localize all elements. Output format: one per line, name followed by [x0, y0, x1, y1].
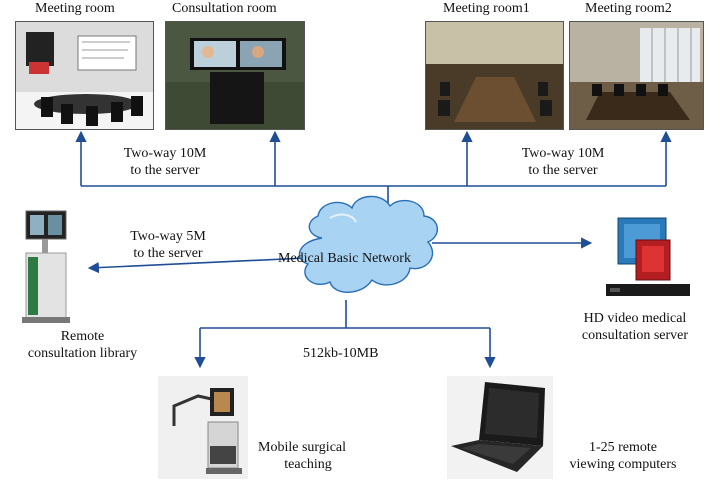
arrow-to-remote-library: [87, 257, 307, 274]
mobile-teaching-image: [158, 376, 248, 479]
laptop-icon: [447, 376, 553, 479]
meeting-room2-photo: [569, 21, 704, 130]
hd-server-image: [596, 210, 696, 302]
meeting-room1-photo: [425, 21, 564, 130]
consultation-room-label: Consultation room: [172, 1, 277, 16]
cloud-icon: [298, 195, 438, 293]
meeting-room-label: Meeting room: [35, 1, 115, 16]
consultation-library-image: [12, 209, 76, 327]
mobile-teaching-label: Mobile surgical teaching: [258, 440, 347, 472]
link-label-bottom: 512kb-10MB: [303, 346, 379, 361]
meeting-room-photo: [15, 21, 154, 130]
consultation-room-photo: [165, 21, 305, 130]
meeting-room2-label: Meeting room2: [585, 1, 672, 16]
meeting-room1-label: Meeting room1: [443, 1, 530, 16]
network-label: Medical Basic Network: [278, 251, 411, 266]
